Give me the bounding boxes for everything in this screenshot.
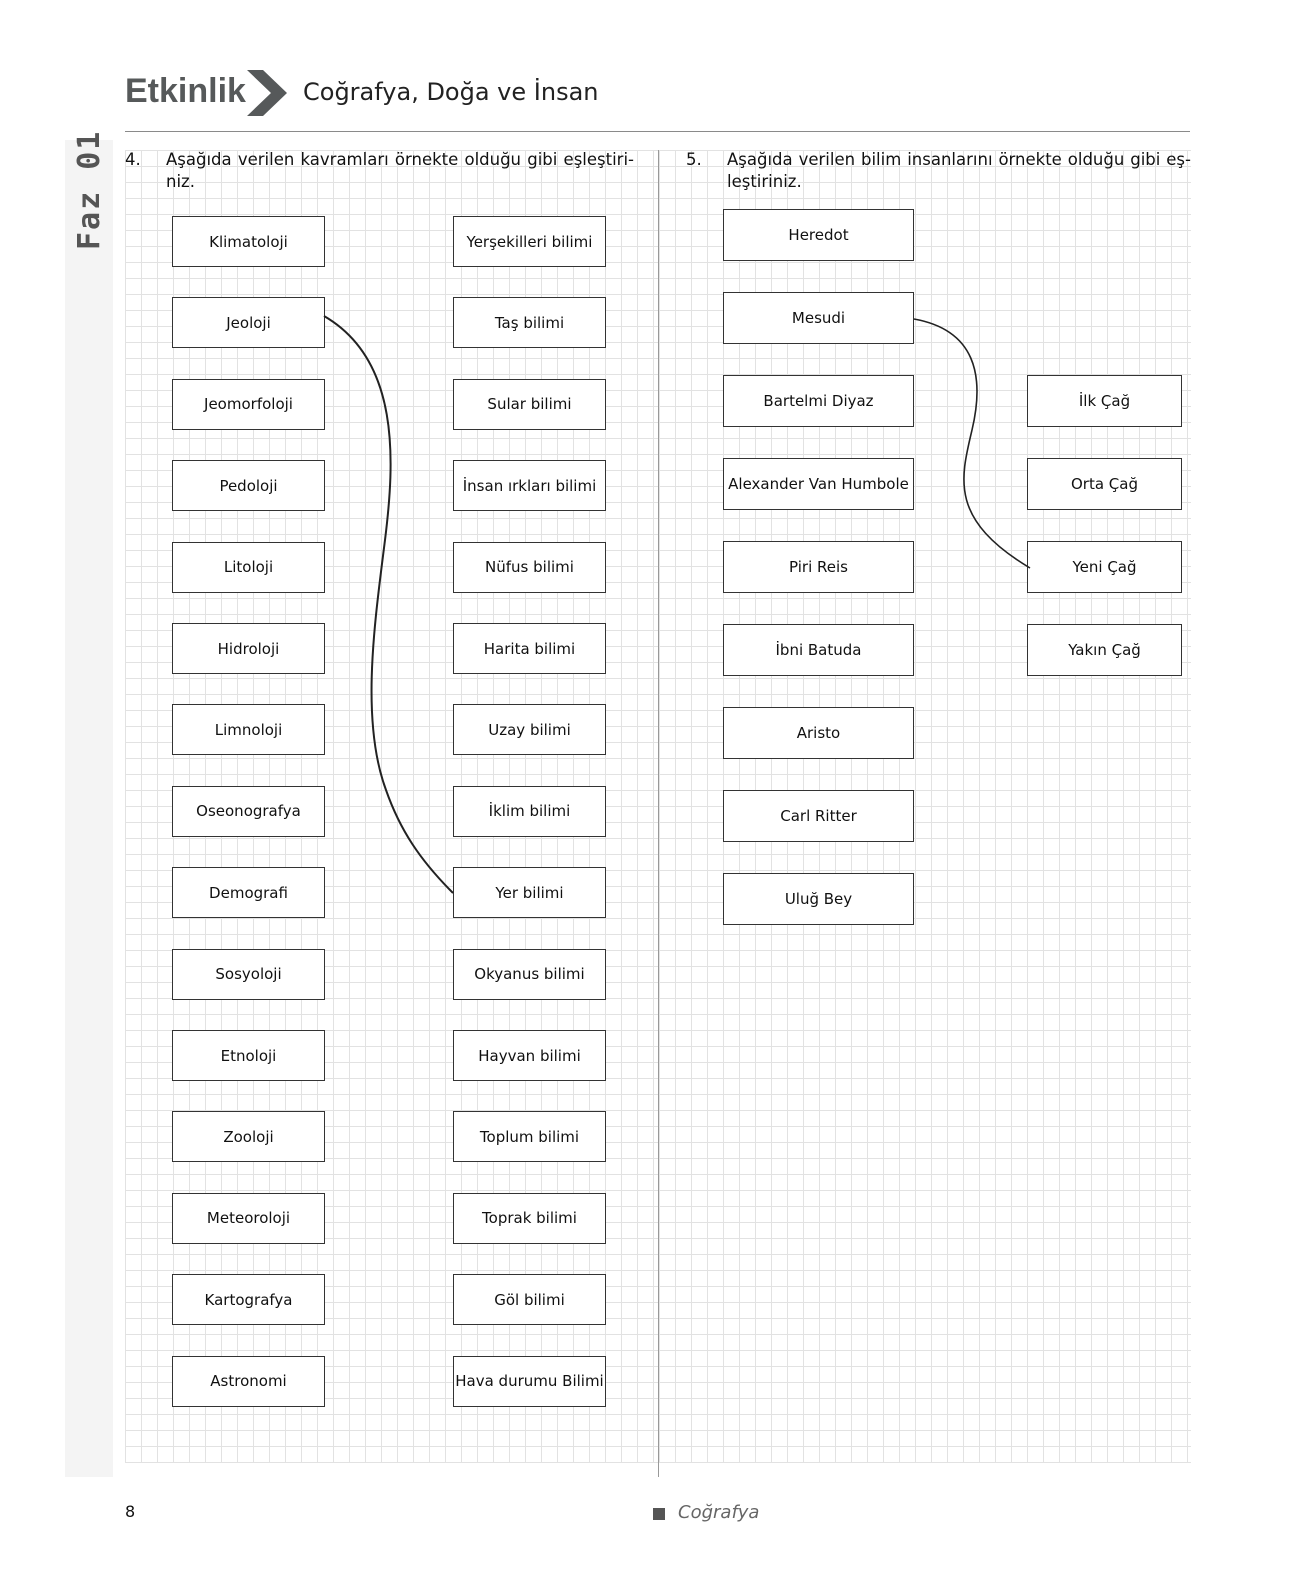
question-number: 4. xyxy=(125,150,141,169)
definition-box: Nüfus bilimi xyxy=(453,541,606,593)
era-box: Orta Çağ xyxy=(1027,458,1182,510)
concept-box: Litoloji xyxy=(172,541,325,593)
concept-box: Oseonografya xyxy=(172,785,325,837)
scientist-box: İbni Batuda xyxy=(723,624,914,676)
question-text-line: Aşağıda verilen bilim insanlarını örnekt… xyxy=(727,150,1191,169)
page-number: 8 xyxy=(125,1502,136,1521)
question-5: 5. Aşağıda verilen bilim insanlarını örn… xyxy=(686,149,1191,195)
era-box: Yeni Çağ xyxy=(1027,541,1182,593)
concept-box: Astronomi xyxy=(172,1355,325,1407)
question-4: 4. Aşağıda verilen kavramları örnekte ol… xyxy=(125,149,635,195)
definition-box: Okyanus bilimi xyxy=(453,948,606,1000)
question-text-line: niz. xyxy=(166,172,195,191)
concept-box: Klimatoloji xyxy=(172,216,325,267)
concept-box: Meteoroloji xyxy=(172,1192,325,1244)
concept-box: Limnoloji xyxy=(172,704,325,756)
question-text: Aşağıda verilen kavramları örnekte olduğ… xyxy=(166,149,634,193)
subject-name: Coğrafya xyxy=(678,1502,760,1523)
concept-box: Kartografya xyxy=(172,1274,325,1326)
activity-subtitle: Coğrafya, Doğa ve İnsan xyxy=(303,78,599,106)
scientist-box: Aristo xyxy=(723,707,914,759)
definition-box: Hava durumu Bilimi xyxy=(453,1355,606,1407)
concept-box: Sosyoloji xyxy=(172,948,325,1000)
concept-box: Hidroloji xyxy=(172,623,325,674)
era-box: Yakın Çağ xyxy=(1027,624,1182,676)
chevron-right-icon xyxy=(247,70,287,116)
concept-box: Zooloji xyxy=(172,1111,325,1163)
definition-box: Yer bilimi xyxy=(453,867,606,919)
phase-label: Faz 01 xyxy=(72,129,107,250)
scientist-box: Uluğ Bey xyxy=(723,873,914,925)
definition-box: Göl bilimi xyxy=(453,1274,606,1326)
scientist-box: Mesudi xyxy=(723,292,914,344)
concept-box: Demografi xyxy=(172,867,325,919)
definition-box: Taş bilimi xyxy=(453,297,606,349)
scientist-box: Carl Ritter xyxy=(723,790,914,842)
concept-box: Pedoloji xyxy=(172,460,325,512)
concept-box: Jeomorfoloji xyxy=(172,378,325,430)
scientist-box: Alexander Van Humbole xyxy=(723,458,914,510)
question-text: Aşağıda verilen bilim insanlarını örnekt… xyxy=(727,149,1191,193)
scientist-box: Bartelmi Diyaz xyxy=(723,375,914,427)
definition-box: Harita bilimi xyxy=(453,623,606,674)
activity-title: Etkinlik xyxy=(125,72,246,110)
definition-box: İklim bilimi xyxy=(453,785,606,837)
header-rule xyxy=(125,131,1190,132)
definition-box: Uzay bilimi xyxy=(453,704,606,756)
definition-box: Hayvan bilimi xyxy=(453,1030,606,1081)
concept-box: Etnoloji xyxy=(172,1030,325,1081)
scientist-box: Piri Reis xyxy=(723,541,914,593)
definition-box: Yerşekilleri bilimi xyxy=(453,216,606,267)
scientist-box: Heredot xyxy=(723,209,914,261)
side-strip xyxy=(65,140,113,1477)
column-divider xyxy=(658,150,659,1477)
question-text-line: leştiriniz. xyxy=(727,172,802,191)
definition-box: İnsan ırkları bilimi xyxy=(453,460,606,512)
definition-box: Toprak bilimi xyxy=(453,1192,606,1244)
era-box: İlk Çağ xyxy=(1027,375,1182,427)
definition-box: Sular bilimi xyxy=(453,378,606,430)
question-text-line: Aşağıda verilen kavramları örnekte olduğ… xyxy=(166,150,634,169)
definition-box: Toplum bilimi xyxy=(453,1111,606,1163)
question-number: 5. xyxy=(686,150,702,169)
square-icon xyxy=(653,1508,665,1520)
concept-box: Jeoloji xyxy=(172,297,325,349)
